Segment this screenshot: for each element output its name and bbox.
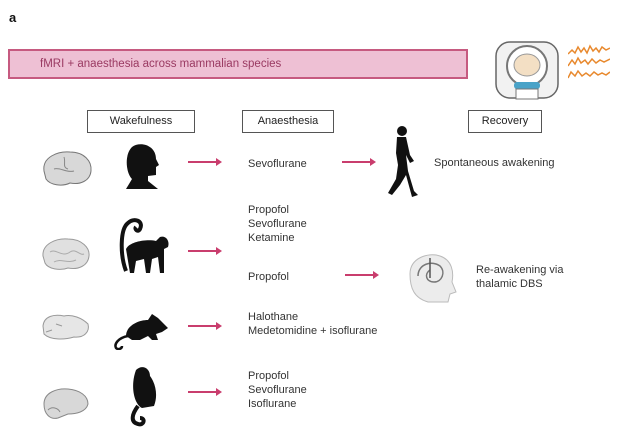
drug-label: Isoflurane <box>248 398 297 410</box>
macaque-icon <box>119 218 169 273</box>
header-wakefulness: Wakefulness <box>87 110 195 133</box>
drug-label: Medetomidine + isoflurane <box>248 325 378 337</box>
mri-scanner-icon <box>495 41 559 100</box>
drug-label: Ketamine <box>248 232 295 244</box>
recovery-label: thalamic DBS <box>476 278 543 290</box>
drug-label: Propofol <box>248 271 289 283</box>
walking-person-icon <box>388 126 418 197</box>
drug-label: Propofol <box>248 370 289 382</box>
header-recovery: Recovery <box>468 110 542 133</box>
drug-label: Sevoflurane <box>248 218 307 230</box>
arrow-icon <box>345 271 379 279</box>
rat-icon <box>114 314 168 350</box>
rat-brain-icon <box>42 314 89 340</box>
arrow-icon <box>342 158 376 166</box>
drug-label: Propofol <box>248 204 289 216</box>
brain-signal-icon <box>568 44 610 79</box>
human-head-icon <box>126 144 159 189</box>
drug-label: Sevoflurane <box>248 158 307 170</box>
arrow-icon <box>188 388 222 396</box>
macaque-brain-icon <box>42 238 90 270</box>
header-anaesthesia: Anaesthesia <box>242 110 334 133</box>
marmoset-icon <box>130 367 157 427</box>
recovery-label: Re-awakening via <box>476 264 564 276</box>
human-brain-icon <box>43 151 92 186</box>
arrow-icon <box>188 322 222 330</box>
arrow-icon <box>188 247 222 255</box>
banner-text: fMRI + anaesthesia across mammalian spec… <box>40 58 282 70</box>
drug-label: Sevoflurane <box>248 384 307 396</box>
panel-label: a <box>9 10 17 25</box>
drug-label: Halothane <box>248 311 299 323</box>
title-banner: fMRI + anaesthesia across mammalian spec… <box>8 49 468 79</box>
dbs-head-model-icon <box>409 254 457 303</box>
arrow-icon <box>188 158 222 166</box>
marmoset-brain-icon <box>43 388 89 419</box>
recovery-label: Spontaneous awakening <box>434 157 555 169</box>
